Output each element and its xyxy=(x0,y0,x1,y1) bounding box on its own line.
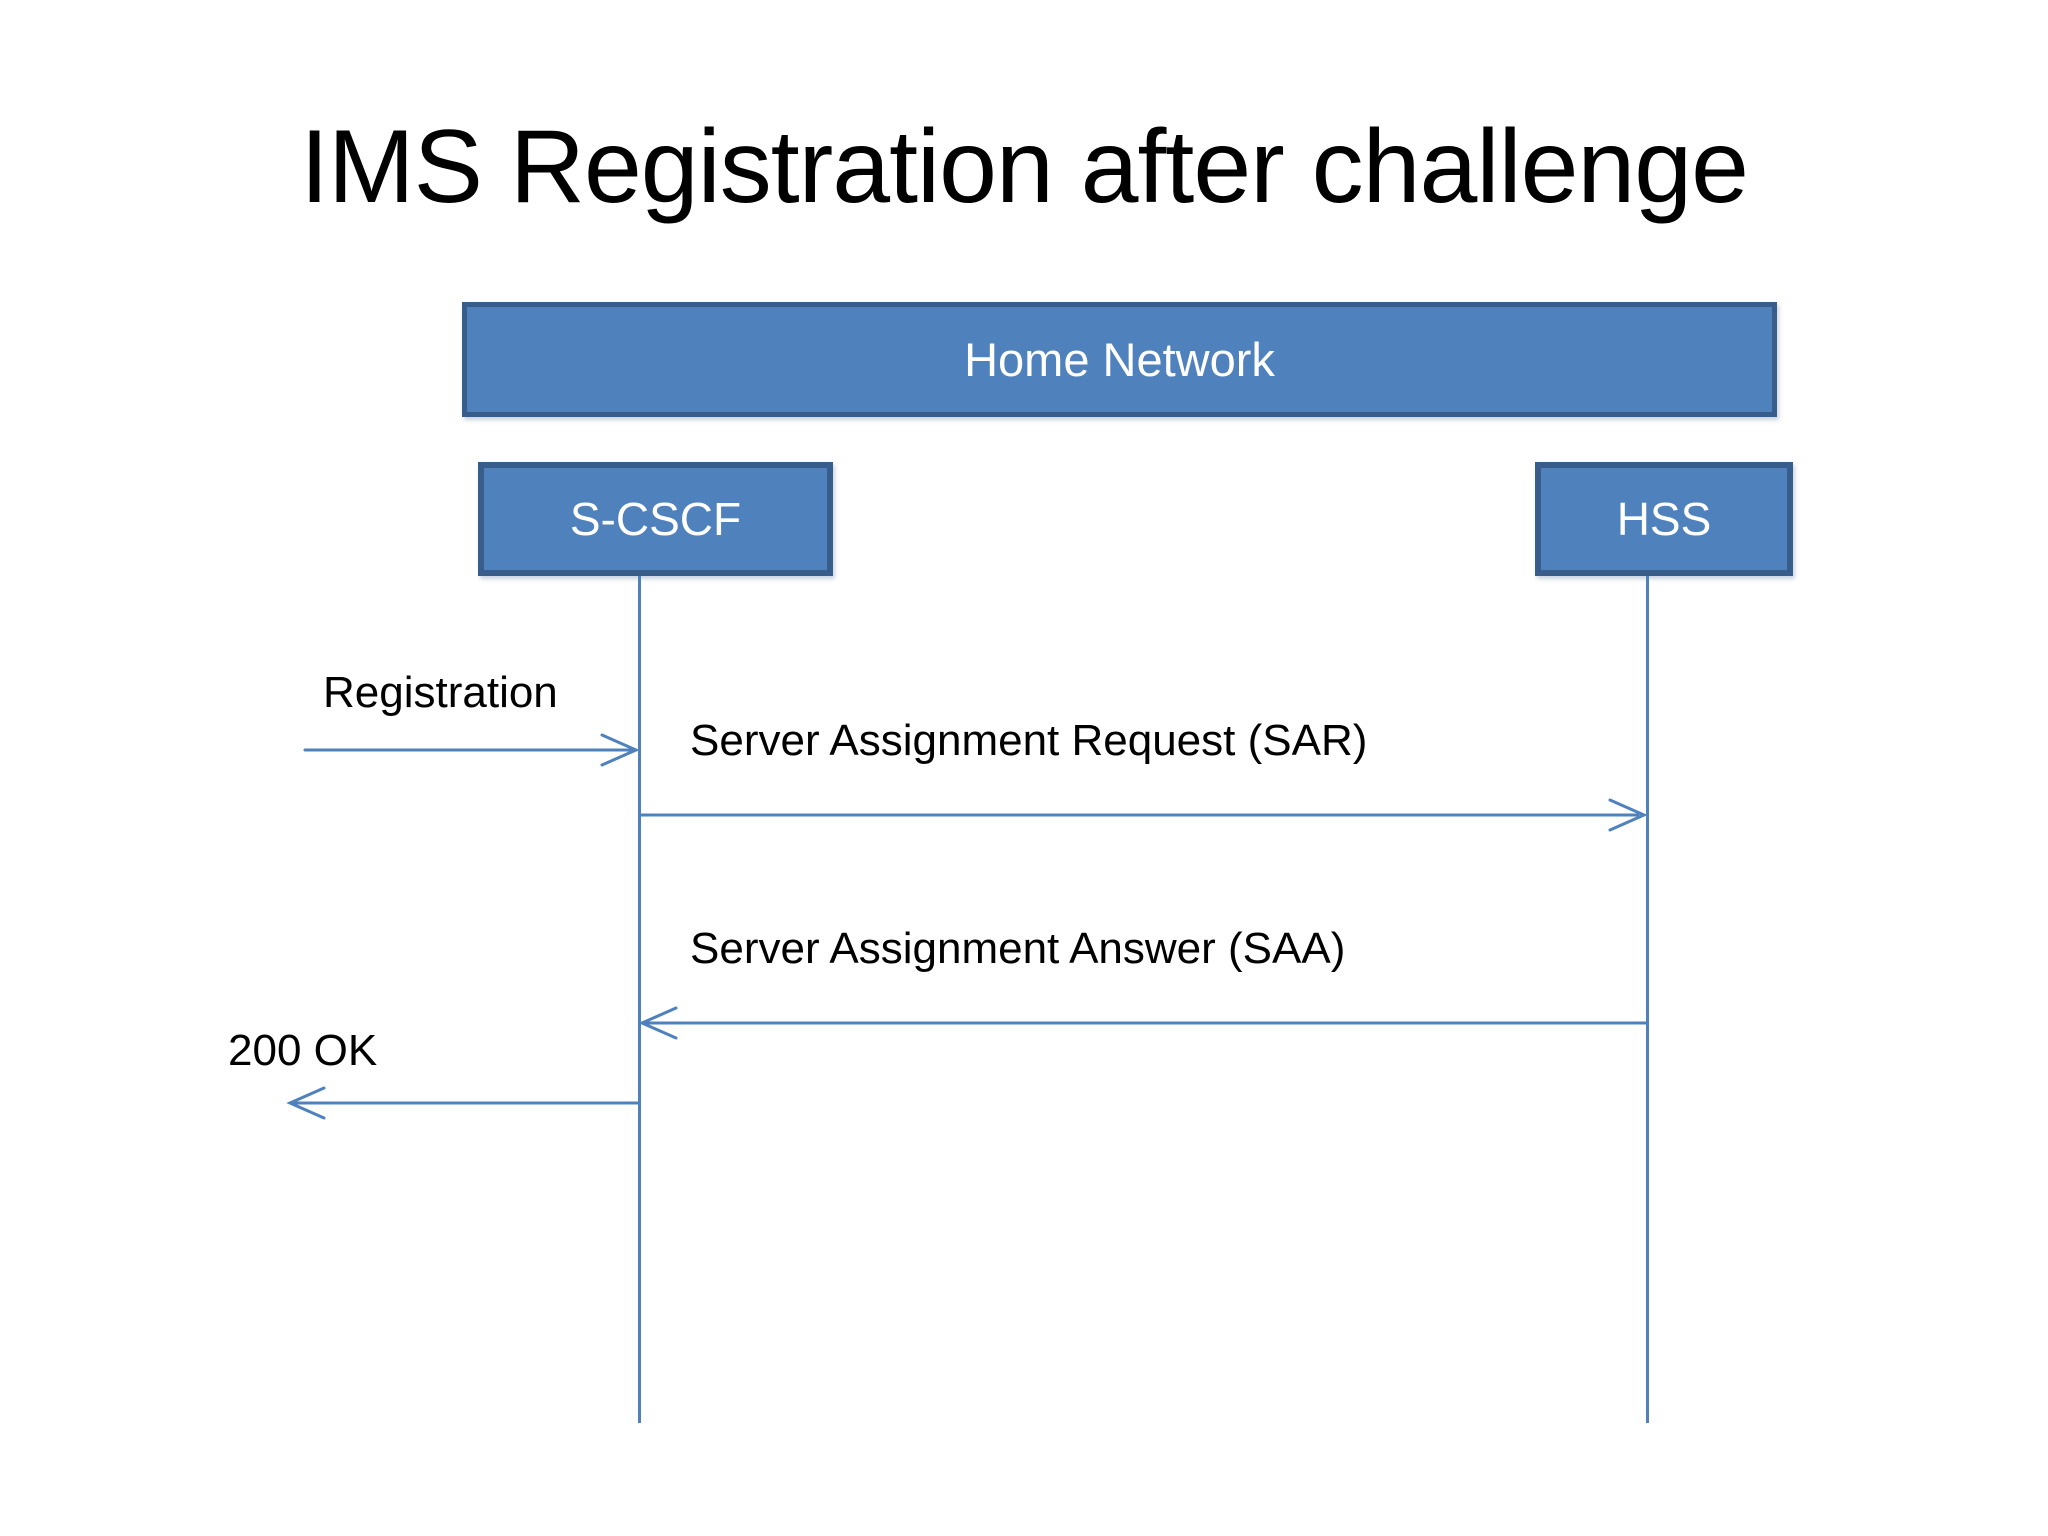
home-network-label: Home Network xyxy=(964,333,1275,386)
lifeline-hss xyxy=(1646,576,1649,1423)
actor-label-scscf: S-CSCF xyxy=(569,493,742,545)
actor-box-scscf: S-CSCF xyxy=(478,462,833,576)
ok200-arrowhead-left-icon xyxy=(286,1086,326,1120)
actor-box-hss: HSS xyxy=(1535,462,1793,576)
saa-arrow xyxy=(638,1006,1648,1040)
message-label-200ok: 200 OK xyxy=(228,1026,378,1075)
message-label-saa: Server Assignment Answer (SAA) xyxy=(690,924,1346,973)
sar-arrow xyxy=(639,798,1648,832)
ok200-arrow xyxy=(286,1086,640,1120)
registration-arrowhead-right-icon xyxy=(600,733,640,767)
registration-arrow xyxy=(303,733,640,767)
message-label-registration: Registration xyxy=(323,668,558,717)
slide-title: IMS Registration after challenge xyxy=(300,109,1749,225)
lifeline-scscf xyxy=(638,576,641,1423)
message-label-sar: Server Assignment Request (SAR) xyxy=(690,716,1368,765)
actor-label-hss: HSS xyxy=(1616,493,1712,545)
saa-arrowhead-left-icon xyxy=(638,1006,678,1040)
sar-arrowhead-right-icon xyxy=(1608,798,1648,832)
home-network-box: Home Network xyxy=(462,302,1777,417)
